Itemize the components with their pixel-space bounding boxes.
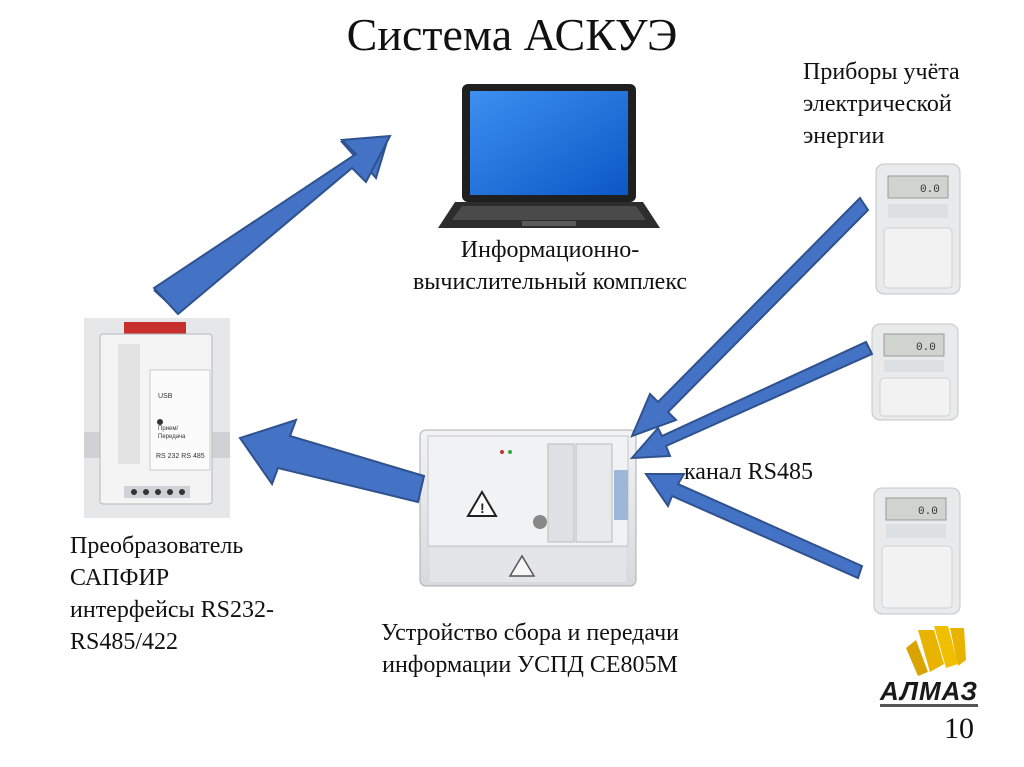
channel-label: канал RS485 xyxy=(684,459,813,485)
uspd-label: Устройство сбора и передачи информации У… xyxy=(330,617,730,681)
arrow-meter1-to-uspd xyxy=(630,196,870,438)
page-title: Система АСКУЭ xyxy=(346,9,678,60)
svg-text:USB: USB xyxy=(158,393,173,400)
almaz-logo-icon xyxy=(880,626,978,707)
arrow-meter3-to-uspd xyxy=(644,473,864,580)
svg-text:Прием/: Прием/ xyxy=(158,426,178,432)
uspd-label-line: информации УСПД CE805M xyxy=(382,652,678,678)
svg-text:RS 232 RS 485: RS 232 RS 485 xyxy=(156,453,205,460)
meters-label-line: энергии xyxy=(803,123,885,149)
converter-label: Преобразователь САПФИР интерфейсы RS232-… xyxy=(70,530,310,658)
uspd-device-icon: ! xyxy=(419,429,637,587)
almaz-logo-text: АЛМАЗ xyxy=(880,676,979,706)
electric-meter-icon: 0.0 xyxy=(875,163,961,295)
converter-label-line: Преобразователь xyxy=(70,533,244,559)
svg-text:0.0: 0.0 xyxy=(916,342,936,354)
converter-label-line: САПФИР xyxy=(70,565,170,591)
arrow-uspd-to-converter xyxy=(238,418,426,504)
uspd-label-line: Устройство сбора и передачи xyxy=(381,620,679,646)
ivk-label-line: вычислительный комплекс xyxy=(412,269,688,295)
electric-meter-icon: 0.0 xyxy=(871,323,959,421)
meters-label: Приборы учёта электрической энергии xyxy=(803,56,1013,152)
meters-label-line: электрической xyxy=(803,91,952,117)
arrow-meter2-to-uspd xyxy=(629,340,874,460)
converter-device-icon: USB Прием/ Передача RS 232 RS 485 xyxy=(84,318,230,518)
svg-text:!: ! xyxy=(480,500,485,516)
ivk-label-line: Информационно- xyxy=(460,237,640,263)
svg-text:0.0: 0.0 xyxy=(920,184,940,196)
converter-label-line: интерфейсы RS232- xyxy=(70,597,274,623)
arrow-converter-to-ivk xyxy=(152,134,392,316)
ivk-label: Информационно- вычислительный комплекс xyxy=(380,234,720,298)
meters-label-line: Приборы учёта xyxy=(803,59,960,85)
svg-text:Передача: Передача xyxy=(158,434,186,440)
laptop-icon xyxy=(438,84,660,228)
svg-text:0.0: 0.0 xyxy=(918,506,938,518)
electric-meter-icon: 0.0 xyxy=(873,487,961,615)
converter-label-line: RS485/422 xyxy=(70,629,179,655)
page-number: 10 xyxy=(944,712,974,745)
